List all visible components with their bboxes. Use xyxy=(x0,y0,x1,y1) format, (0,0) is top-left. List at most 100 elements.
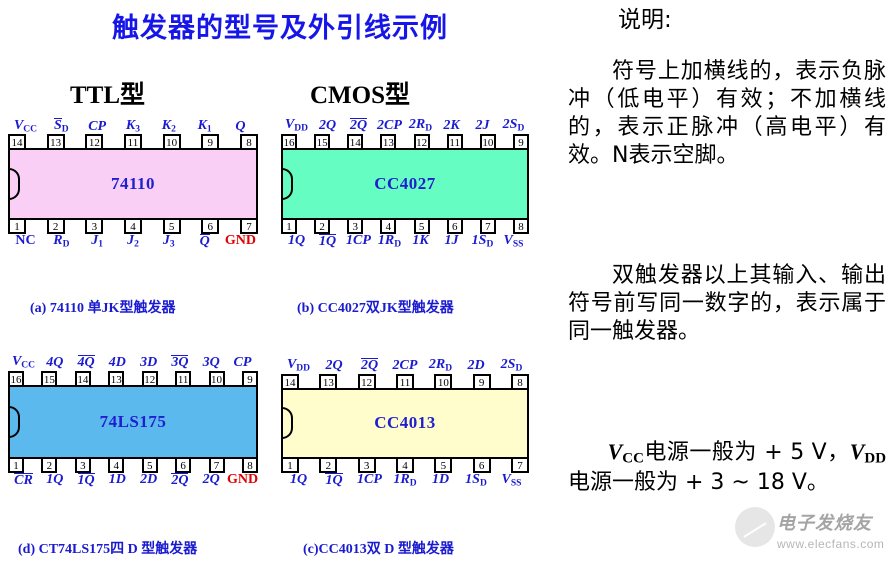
pin-6[interactable]: 6 xyxy=(201,218,220,235)
pin-8[interactable]: 8 xyxy=(512,217,529,234)
pin-1[interactable]: 1 xyxy=(8,456,24,473)
pin-7[interactable]: 7 xyxy=(479,217,496,234)
pin-label-GND: GND xyxy=(226,471,259,487)
chip-74110-bottom-pins: 1 2 3 4 5 6 7 xyxy=(8,218,258,235)
vcc-symbol: VCC xyxy=(607,439,644,467)
pin-10[interactable]: 10 xyxy=(208,370,225,387)
notes-paragraph-3: VCC电源一般为 + 5 V，VDD电源一般为 + 3 ~ 18 V。 xyxy=(568,438,886,497)
pin-15[interactable]: 15 xyxy=(314,133,331,150)
pin-label-2CP: 2CP xyxy=(377,118,402,133)
pin-16[interactable]: 16 xyxy=(8,370,24,387)
pin-6[interactable]: 6 xyxy=(446,217,463,234)
pin-5[interactable]: 5 xyxy=(434,456,453,473)
pin-13[interactable]: 13 xyxy=(108,370,125,387)
pin-label-1J: 1J xyxy=(444,232,459,248)
pin-10[interactable]: 10 xyxy=(434,373,453,390)
pin-13[interactable]: 13 xyxy=(319,373,338,390)
pin-14[interactable]: 14 xyxy=(347,133,364,150)
pin-10[interactable]: 10 xyxy=(162,134,181,151)
pin-7[interactable]: 7 xyxy=(208,456,225,473)
pin-label-NC: NC xyxy=(15,233,36,249)
pin-label-3Q-bar: 3Q xyxy=(171,355,189,370)
pin-3[interactable]: 3 xyxy=(357,456,376,473)
caption-cc4027-text: (b) CC4027双JK型触发器 xyxy=(297,301,454,316)
caption-74ls175: (d) CT74LS175四 D 型触发器 xyxy=(18,538,197,558)
notes-column: 说明: 符号上加横线的，表示负脉冲（低电平）有效；不加横线的，表示正脉冲（高电平… xyxy=(560,0,895,573)
pin-13[interactable]: 13 xyxy=(380,133,397,150)
chip-74110-top-pins: 14 13 12 11 10 9 8 xyxy=(8,134,258,151)
pin-label-2Q: 2Q xyxy=(325,358,343,373)
pin-label-2Q-bar: 2Q xyxy=(360,358,379,373)
pin-label-1Q: 1Q xyxy=(287,232,306,248)
pin-label-1S-D: 1SD xyxy=(471,232,494,250)
pin-label-V-CC: VCC xyxy=(13,118,38,135)
pin-8[interactable]: 8 xyxy=(239,134,258,151)
pin-4[interactable]: 4 xyxy=(395,456,414,473)
pin-14[interactable]: 14 xyxy=(281,373,299,390)
pin-label-V-DD: VDD xyxy=(286,357,311,374)
chip-cc4013-bottom-pins: 1 2 3 4 5 6 7 xyxy=(281,456,529,473)
pin-15[interactable]: 15 xyxy=(41,370,58,387)
pin-3[interactable]: 3 xyxy=(85,218,104,235)
pin-6[interactable]: 6 xyxy=(472,456,491,473)
pin-12[interactable]: 12 xyxy=(85,134,104,151)
chip-74110-name: 74110 xyxy=(110,174,156,194)
pin-label-1D: 1D xyxy=(108,471,126,487)
pin-label-2J: 2J xyxy=(475,118,490,133)
notes-paragraph-1: 符号上加横线的，表示负脉冲（低电平）有效；不加横线的，表示正脉冲（高电平）有效。… xyxy=(568,59,886,169)
pin-1[interactable]: 1 xyxy=(8,218,26,235)
pin-1[interactable]: 1 xyxy=(281,456,299,473)
pin-2[interactable]: 2 xyxy=(41,456,58,473)
pin-13[interactable]: 13 xyxy=(46,134,65,151)
pin-10[interactable]: 10 xyxy=(479,133,496,150)
pin-2[interactable]: 2 xyxy=(319,456,338,473)
pin-1[interactable]: 1 xyxy=(281,217,297,234)
pin-12[interactable]: 12 xyxy=(357,373,376,390)
pin-11[interactable]: 11 xyxy=(175,370,192,387)
pin-11[interactable]: 11 xyxy=(395,373,414,390)
pin-4[interactable]: 4 xyxy=(380,217,397,234)
chip-74110-body: 74110 xyxy=(8,148,258,221)
pin-2[interactable]: 2 xyxy=(314,217,331,234)
pin-12[interactable]: 12 xyxy=(141,370,158,387)
pin-5[interactable]: 5 xyxy=(162,218,181,235)
pin-label-2S-D: 2SD xyxy=(502,117,525,134)
pin-4[interactable]: 4 xyxy=(108,456,125,473)
pin-8[interactable]: 8 xyxy=(241,456,258,473)
pin-3[interactable]: 3 xyxy=(347,217,364,234)
pin-6[interactable]: 6 xyxy=(175,456,192,473)
pin-5[interactable]: 5 xyxy=(141,456,158,473)
pin-label-2D: 2D xyxy=(467,358,485,373)
notes-para3-b: 电源一般为 + 3 ~ 18 V。 xyxy=(568,469,829,495)
caption-cc4027: (b) CC4027双JK型触发器 xyxy=(297,297,454,317)
pin-label-1D: 1D xyxy=(431,471,450,487)
pin-2[interactable]: 2 xyxy=(46,218,65,235)
pin-9[interactable]: 9 xyxy=(512,133,529,150)
pin-7[interactable]: 7 xyxy=(510,456,529,473)
pin-label-4Q: 4Q xyxy=(46,355,64,370)
pin-9[interactable]: 9 xyxy=(472,373,491,390)
pin-4[interactable]: 4 xyxy=(123,218,142,235)
pin-16[interactable]: 16 xyxy=(281,133,297,150)
pin-label-2Q: 2Q xyxy=(202,471,220,487)
pin-9[interactable]: 9 xyxy=(241,370,258,387)
pin-7[interactable]: 7 xyxy=(239,218,258,235)
pin-5[interactable]: 5 xyxy=(413,217,430,234)
pin-3[interactable]: 3 xyxy=(74,456,91,473)
pin-14[interactable]: 14 xyxy=(8,134,26,151)
pin-label-J2: J2 xyxy=(127,233,139,250)
pin-12[interactable]: 12 xyxy=(413,133,430,150)
pin-11[interactable]: 11 xyxy=(446,133,463,150)
pin-9[interactable]: 9 xyxy=(201,134,220,151)
pin-11[interactable]: 11 xyxy=(123,134,142,151)
pin-8[interactable]: 8 xyxy=(510,373,529,390)
pin-14[interactable]: 14 xyxy=(74,370,91,387)
